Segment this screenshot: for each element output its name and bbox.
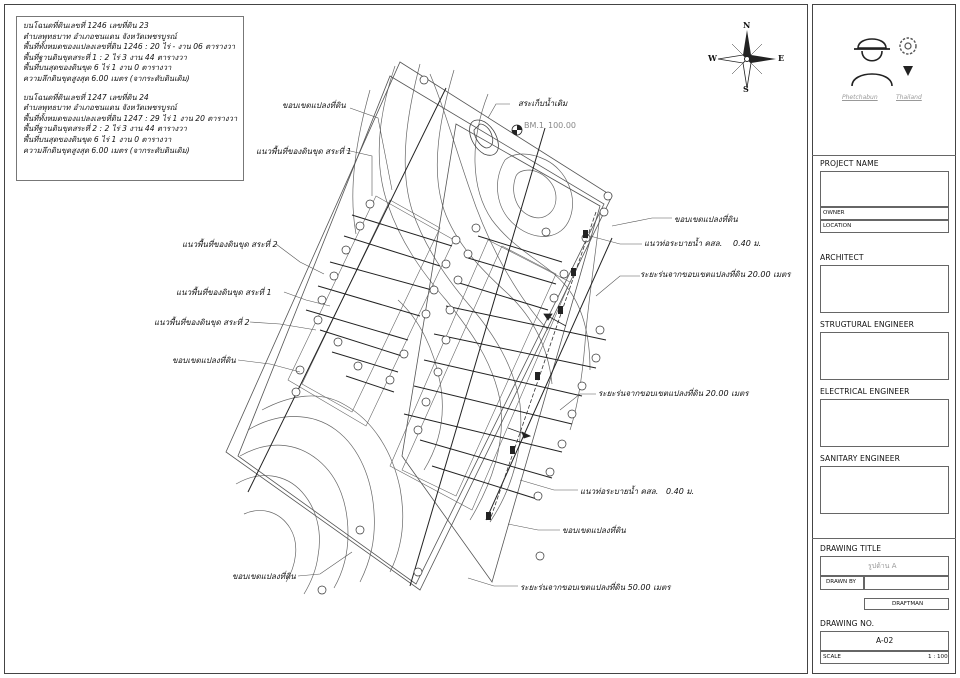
owner-box — [820, 207, 949, 220]
draftman-box — [864, 598, 949, 610]
scale-box — [820, 651, 949, 664]
label-boundary-top: ขอบเขตแปลงที่ดิน — [282, 101, 346, 110]
label-existing-pond: สระเก็บน้ำเดิม — [518, 99, 568, 108]
label-setback-20-lower: ระยะร่นจากขอบเขตแปลงที่ดิน 20.00 เมตร — [598, 389, 749, 398]
drawing-title-value: รูปด้าน A — [868, 562, 897, 570]
section-markers — [291, 75, 613, 595]
drawn-by-label: DRAWN BY — [826, 579, 856, 585]
architect-box — [820, 265, 949, 313]
architect-heading: ARCHITECT — [820, 253, 864, 262]
label-drain-pipe-top-size: 0.40 ม. — [733, 239, 762, 248]
plot1-deed: บนโฉนดที่ดินเลขที่ 1246 เลขที่ดิน 23 — [23, 21, 149, 30]
sanitary-engineer-box — [820, 466, 949, 514]
drawing-no-box — [820, 631, 949, 651]
existing-pond-shape — [469, 119, 499, 156]
north-compass: N S W E — [706, 20, 788, 96]
drawing-title-box — [820, 556, 949, 576]
label-drain-pipe-bottom-size: 0.40 ม. — [666, 487, 695, 496]
label-boundary-left: ขอบเขตแปลงที่ดิน — [172, 356, 236, 365]
titleblock-divider-2 — [812, 538, 956, 539]
compass-n: N — [743, 20, 751, 30]
label-excavation-2-left: แนวพื้นที่ของดินขุด สระที่ 2 — [154, 318, 250, 327]
land-notes-box: บนโฉนดที่ดินเลขที่ 1246 เลขที่ดิน 23 ตำบ… — [16, 16, 244, 181]
owner-label: OWNER — [823, 210, 845, 216]
structural-engineer-heading: STRUGTURAL ENGINEER — [820, 320, 914, 329]
scale-label: SCALE — [823, 654, 841, 660]
section-axis-lines — [247, 87, 613, 587]
electrical-engineer-box — [820, 399, 949, 447]
project-name-heading: PROJECT NAME — [820, 159, 879, 168]
drain-pipe — [486, 211, 597, 521]
engineer-logo — [842, 30, 934, 90]
compass-star-icon — [717, 30, 776, 89]
plot2-base-area: พื้นที่ฐานดินขุดสระที่ 2 : 2 ไร่ 3 งาน 4… — [23, 124, 187, 134]
plot2-total-area: พื้นที่ทั้งหมดของแปลงเลขที่ดิน 1247 : 29… — [23, 113, 238, 123]
property-boundaries — [225, 61, 613, 591]
drawing-no-value: A-02 — [876, 636, 894, 645]
project-name-box — [820, 171, 949, 207]
draftman-label: DRAFTMAN — [892, 601, 924, 607]
structural-engineer-box — [820, 332, 949, 380]
leader-lines — [237, 103, 672, 587]
engineer-helmet-icon — [851, 37, 917, 87]
excavation-areas — [287, 195, 571, 511]
compass-w: W — [708, 53, 717, 63]
label-benchmark-value: 100.00 — [548, 121, 576, 130]
plot2-top-area: พื้นที่บนสุดของดินขุด 6 ไร่ 1 งาน 0 ตารา… — [23, 134, 172, 144]
label-benchmark: BM.1 — [524, 121, 545, 130]
benchmark-symbol — [511, 124, 523, 136]
label-excavation-1-top: แนวพื้นที่ของดินขุด สระที่ 1 — [256, 147, 352, 156]
dimension-arrows — [507, 313, 567, 439]
label-drain-pipe-top: แนวท่อระบายน้ำ คสล. — [644, 239, 723, 248]
drawn-by-value-box — [864, 576, 949, 590]
sanitary-engineer-heading: SANITARY ENGINEER — [820, 454, 901, 463]
location-box — [820, 220, 949, 233]
label-boundary-bottom-left: ขอบเขตแปลงที่ดิน — [232, 572, 296, 581]
cross-section-lines — [305, 214, 607, 501]
drawing-no-heading: DRAWING NO. — [820, 619, 875, 628]
plot1-base-area: พื้นที่ฐานดินขุดสระที่ 1 : 2 ไร่ 3 งาน 4… — [23, 52, 187, 62]
brand-left: Phetchabun — [842, 94, 878, 101]
compass-s: S — [743, 84, 749, 94]
drawn-by-box — [820, 576, 864, 590]
compass-e: E — [778, 53, 785, 63]
label-drain-pipe-bottom: แนวท่อระบายน้ำ คสล. — [580, 487, 659, 496]
label-boundary-bottom-right: ขอบเขตแปลงที่ดิน — [562, 526, 626, 535]
label-excavation-2-upper: แนวพื้นที่ของดินขุด สระที่ 2 — [182, 240, 278, 249]
plot1-location: ตำบลพุทธบาท อำเภอชนแดน จังหวัดเพชรบูรณ์ — [23, 31, 177, 41]
drawing-sheet-border — [4, 4, 808, 674]
plot2-max-depth: ความลึกดินขุดสูงสุด 6.00 เมตร (จากระดับด… — [23, 145, 190, 155]
brand-right: Thailand — [896, 94, 922, 101]
electrical-engineer-heading: ELECTRICAL ENGINEER — [820, 387, 910, 396]
plot1-top-area: พื้นที่บนสุดของดินขุด 6 ไร่ 1 งาน 0 ตารา… — [23, 63, 172, 73]
label-setback-20-upper: ระยะร่นจากขอบเขตแปลงที่ดิน 20.00 เมตร — [640, 270, 791, 279]
location-label: LOCATION — [823, 223, 852, 229]
plot2-deed: บนโฉนดที่ดินเลขที่ 1247 เลขที่ดิน 24 — [23, 92, 149, 102]
plot2-location: ตำบลพุทธบาท อำเภอชนแดน จังหวัดเพชรบูรณ์ — [23, 103, 177, 113]
titleblock-divider — [812, 155, 956, 156]
label-boundary-right: ขอบเขตแปลงที่ดิน — [674, 215, 738, 224]
plot1-max-depth: ความลึกดินขุดสูงสุด 6.00 เมตร (จากระดับด… — [23, 73, 190, 83]
title-block — [812, 4, 956, 674]
label-excavation-1-left: แนวพื้นที่ของดินขุด สระที่ 1 — [176, 288, 272, 297]
drawing-title-heading: DRAWING TITLE — [820, 544, 882, 553]
plot1-total-area: พื้นที่ทั้งหมดของแปลงเลขที่ดิน 1246 : 20… — [23, 42, 236, 52]
contour-lines — [235, 63, 601, 595]
label-setback-50: ระยะร่นจากขอบเขตแปลงที่ดิน 50.00 เมตร — [520, 583, 671, 592]
scale-value: 1 : 100 — [928, 654, 948, 660]
